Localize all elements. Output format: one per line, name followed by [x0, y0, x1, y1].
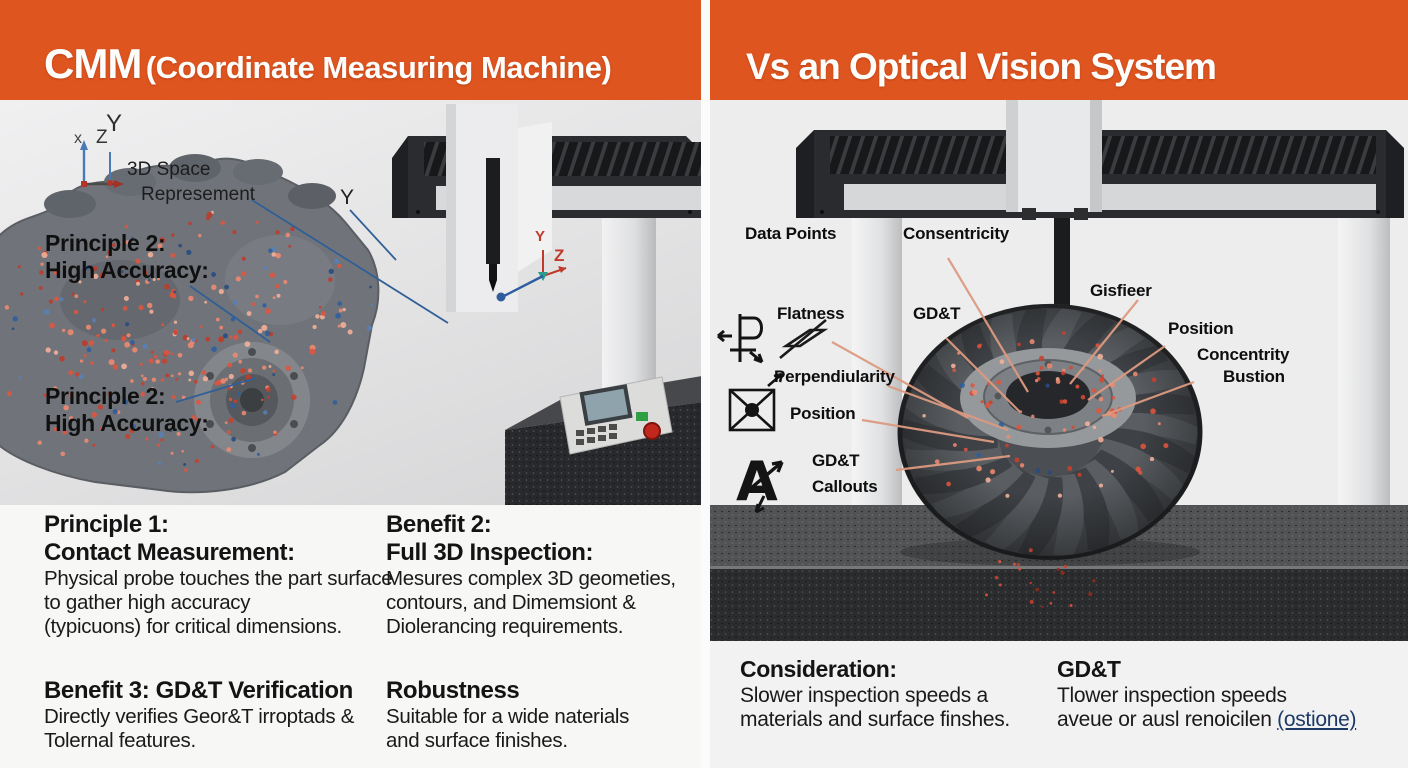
engine-y-label: Y	[340, 186, 355, 209]
label-bustion: Bustion	[1223, 367, 1285, 386]
gdt-symbol-datum	[717, 314, 764, 364]
annotation-line: Principle 2:	[45, 230, 166, 256]
block-title: Benefit 2:	[386, 511, 492, 538]
block-gdt-consideration: GD&T Tlower inspection speeds aveue or a…	[1057, 654, 1356, 732]
vision-text-area: Consideration: Slower inspection speeds …	[710, 650, 1408, 768]
block-body: and surface finishes.	[386, 729, 568, 752]
label-position-left: Position	[790, 404, 856, 423]
vision-title: Vs an Optical Vision System	[746, 46, 1217, 87]
block-body: contours, and Dimemsiont &	[386, 591, 636, 614]
gdt-leader-lines	[831, 257, 1195, 472]
vision-z-carriage	[1006, 100, 1102, 220]
panel-divider	[701, 0, 711, 768]
block-title: Consideration:	[740, 656, 897, 682]
turbine-impeller	[897, 303, 1203, 566]
axis-caption-line2: Represement	[141, 184, 256, 205]
engine-scan-dots-red	[4, 210, 353, 390]
annotation-line: High Accuracy:	[45, 257, 209, 283]
axis-caption: 3D Space Represement	[127, 157, 255, 207]
label-gdt-callouts: GD&T Callouts	[812, 448, 878, 500]
cmm-scene	[0, 100, 702, 505]
block-title: Benefit 3: GD&T Verification	[44, 677, 353, 704]
probe-axis-marker	[496, 250, 567, 302]
axis-caption-line1: 3D Space	[127, 159, 211, 180]
block-principle1: Principle 1: Contact Measurement: Physic…	[44, 511, 393, 639]
label-gisfieer: Gisfieer	[1090, 281, 1152, 300]
turbine-blue-dots	[959, 382, 1052, 475]
ostione-link[interactable]: (ostione)	[1277, 708, 1357, 731]
block-body: materials and surface finshes.	[740, 708, 1010, 731]
label-flatness: Flatness	[777, 304, 845, 323]
label-concentrity: Concentrity	[1197, 345, 1290, 364]
block-title: Contact Measurement:	[44, 539, 295, 566]
label-consentricity: Consentricity	[903, 224, 1010, 243]
block-body: Directly verifies Geor&T irroptads &	[44, 705, 355, 728]
vision-panel: Vs an Optical Vision System	[710, 0, 1408, 768]
engine-block	[0, 154, 380, 494]
block-body: Diolerancing requirements.	[386, 615, 624, 638]
probe-axis-z-label: Z	[554, 246, 565, 265]
block-body: Slower inspection speeds a	[740, 684, 988, 707]
block-benefit2: Benefit 2: Full 3D Inspection: Mesures c…	[386, 511, 676, 639]
block-body: (typicuons) for critical dimensions.	[44, 615, 342, 638]
block-benefit3: Benefit 3: GD&T Verification Directly ve…	[44, 677, 354, 753]
gdt-symbol-flatness	[779, 318, 829, 360]
label-gdt: GD&T	[913, 304, 961, 323]
cmm-panel: CMM (Coordinate Measuring Machine)	[0, 0, 702, 768]
block-body: Tolernal features.	[44, 729, 196, 752]
vision-header: Vs an Optical Vision System	[710, 0, 1408, 100]
annotation-lines	[175, 199, 449, 403]
table-scan-dots	[985, 548, 1096, 609]
block-title: Full 3D Inspection:	[386, 539, 594, 566]
cmm-z-column	[446, 104, 552, 312]
cmm-illustration	[0, 104, 702, 505]
block-body: aveue or ausl renoicilen (ostione)	[1057, 708, 1356, 732]
block-body: Mesures complex 3D geometies,	[386, 567, 676, 590]
cmm-header-text: CMM (Coordinate Measuring Machine)	[44, 40, 612, 88]
annotation-principle2-b: Principle 2: High Accuracy:	[45, 383, 209, 437]
block-body: Physical probe touches the part surface	[44, 567, 393, 590]
block-title: GD&T	[1057, 656, 1121, 682]
gdt-symbol-callout-a: A	[736, 450, 784, 514]
block-title: Principle 1:	[44, 511, 169, 538]
block-title: Robustness	[386, 677, 520, 704]
block-body: to gather high accuracy	[44, 591, 251, 614]
block-robustness: Robustness Suitable for a wide naterials…	[386, 677, 629, 753]
block-body-text: aveue or ausl renoicilen	[1057, 708, 1272, 731]
axis-y-label: Y	[106, 110, 123, 137]
pendant-green-button	[636, 412, 648, 421]
cmm-probe	[486, 158, 500, 292]
annotation-principle2-a: Principle 2: High Accuracy:	[45, 230, 209, 284]
cmm-control-pendant	[559, 376, 673, 455]
cmm-header: CMM (Coordinate Measuring Machine)	[0, 0, 702, 100]
axis-x-label: x	[74, 130, 82, 147]
annotation-line: Principle 2:	[45, 383, 166, 409]
label-position-right: Position	[1168, 319, 1234, 338]
label-data-points: Data Points	[745, 224, 837, 243]
engine-scan-dots-blue	[11, 237, 374, 467]
block-body: Suitable for a wide naterials	[386, 705, 630, 728]
block-body: Tlower inspection speeds	[1057, 684, 1287, 707]
annotation-line: High Accuracy:	[45, 410, 209, 436]
gdt-symbol-position	[728, 372, 784, 432]
vision-scene: A	[710, 100, 1408, 650]
engine-scan-dots-red2	[6, 323, 297, 472]
cmm-title: CMM	[44, 40, 142, 87]
label-line: Callouts	[812, 477, 878, 496]
probe-axis-y-label: Y	[535, 228, 546, 245]
block-consideration: Consideration: Slower inspection speeds …	[740, 654, 1010, 732]
pendant-emergency-stop	[643, 422, 661, 440]
axis-z-label: Z	[96, 127, 108, 148]
cmm-text-area: Principle 1: Contact Measurement: Physic…	[0, 505, 702, 768]
label-perpendiularity: Perpendiularity	[774, 367, 895, 386]
xyz-axis-glyph	[80, 140, 124, 188]
cmm-subtitle: (Coordinate Measuring Machine)	[145, 50, 612, 85]
vision-system-illustration: A	[710, 100, 1408, 650]
vision-right-column	[1338, 218, 1390, 533]
label-line: GD&T	[812, 451, 860, 470]
